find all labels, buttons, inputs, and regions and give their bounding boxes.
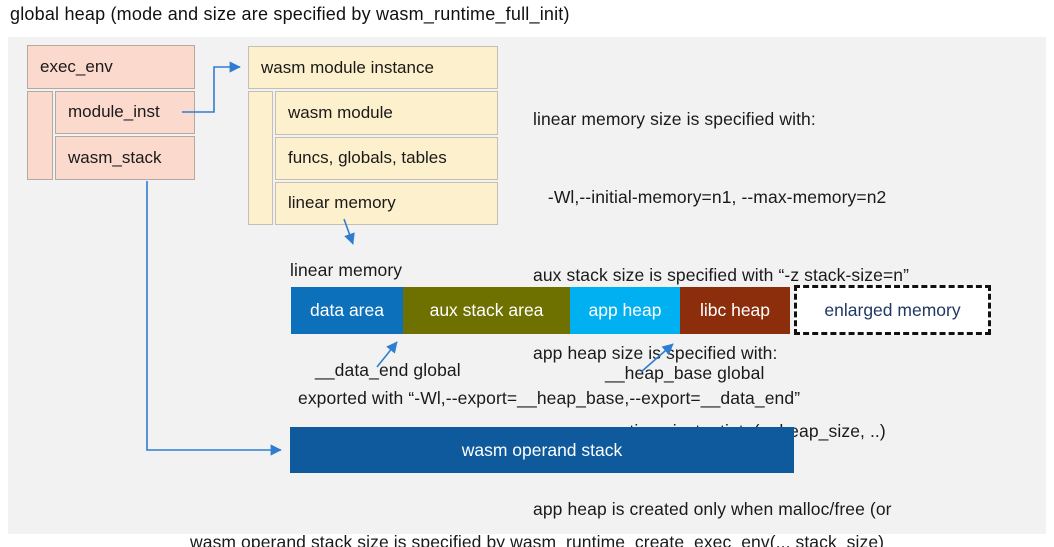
module-instance-box: wasm module instance wasm module funcs, … bbox=[248, 46, 498, 225]
operand-stack-notes: wasm operand stack size is specified by … bbox=[190, 481, 884, 547]
segment-app-heap: app heap bbox=[570, 287, 680, 334]
module-instance-row-funcs-globals-tables: funcs, globals, tables bbox=[275, 136, 498, 180]
segment-libc-heap: libc heap bbox=[680, 287, 790, 334]
heap-base-global-label: __heap_base global bbox=[605, 363, 765, 383]
note-line: linear memory size is specified with: bbox=[533, 109, 816, 129]
exec-env-box: exec_env module_inst wasm_stack bbox=[27, 45, 195, 180]
module-instance-header: wasm module instance bbox=[248, 46, 498, 90]
exec-env-header: exec_env bbox=[27, 45, 195, 89]
note-line: app heap size is specified with: bbox=[533, 343, 778, 363]
exec-env-row-wasm-stack: wasm_stack bbox=[55, 136, 195, 180]
module-instance-row-linear-memory: linear memory bbox=[275, 181, 498, 225]
exec-env-row-module-inst: module_inst bbox=[55, 90, 195, 135]
exec-env-left-strip bbox=[27, 90, 53, 180]
note-line: app heap is created only when malloc/fre… bbox=[533, 499, 892, 519]
diagram-title: global heap (mode and size are specified… bbox=[10, 4, 570, 24]
note-line: -Wl,--initial-memory=n1, --max-memory=n2 bbox=[533, 187, 887, 207]
segment-enlarged-memory: enlarged memory bbox=[794, 285, 991, 335]
note-line: wasm operand stack size is specified by … bbox=[190, 532, 885, 547]
wasm-operand-stack-bar: wasm operand stack bbox=[290, 427, 794, 473]
export-flags-label: exported with “-Wl,--export=__heap_base,… bbox=[298, 388, 801, 408]
note-line: aux stack size is specified with “-z sta… bbox=[533, 265, 910, 285]
module-instance-row-wasm-module: wasm module bbox=[275, 91, 498, 135]
segment-aux-stack-area: aux stack area bbox=[403, 287, 570, 334]
data-end-global-label: __data_end global bbox=[315, 360, 461, 380]
segment-data-area: data area bbox=[291, 287, 403, 334]
linear-memory-label: linear memory bbox=[290, 260, 403, 280]
module-instance-left-strip bbox=[248, 91, 273, 225]
